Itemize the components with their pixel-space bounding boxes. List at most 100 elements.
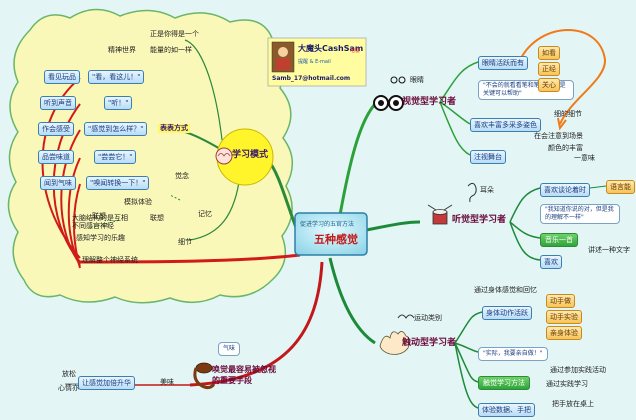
lm-phrase-right-5[interactable]: "嗅闻转换一下！" bbox=[86, 176, 150, 190]
lm-line-top bbox=[184, 39, 223, 141]
auditory-quote: "我知道你说的对，但是我的理解不一样" bbox=[540, 204, 620, 224]
auditory-to-tag bbox=[589, 185, 607, 189]
drum-icon bbox=[427, 204, 453, 225]
author-email[interactable]: Samb_17@hotmail.com bbox=[272, 75, 351, 82]
kin-bottom[interactable]: 体验数据、手把 bbox=[478, 403, 535, 417]
lm-line-bottom bbox=[189, 174, 241, 241]
auditory-title[interactable]: 听觉型学习者 bbox=[452, 215, 507, 225]
lm-dashed-2 bbox=[89, 219, 121, 229]
lm-top-note-1: 正是你得是一个 bbox=[150, 30, 199, 38]
conclusion-left-tag-1: 放松 bbox=[62, 370, 76, 378]
kin-quote: "实际，我要亲自做！" bbox=[478, 347, 548, 361]
conclusion-left-tag-2: 心情亦 bbox=[58, 384, 79, 392]
visual-tag-3[interactable]: 关心 bbox=[538, 78, 560, 92]
visual-sub-2 bbox=[439, 101, 471, 125]
activity-icon bbox=[397, 314, 415, 319]
auditory-item-2[interactable]: 音乐一首 bbox=[540, 233, 578, 247]
lm-dashed-1 bbox=[169, 194, 181, 201]
kin-note-3: 把手放在桌上 bbox=[552, 400, 594, 408]
kin-icon-label: 运动类别 bbox=[414, 314, 442, 322]
auditory-item-3[interactable]: 喜欢 bbox=[540, 255, 562, 269]
kin-sub-3 bbox=[454, 342, 479, 383]
kin-tag-2[interactable]: 动手实验 bbox=[546, 310, 582, 324]
lm-right-note: 记忆 bbox=[198, 210, 212, 218]
visual-arrow-head bbox=[557, 117, 567, 131]
kin-sub-1 bbox=[454, 311, 483, 344]
lm-phrase-right-2[interactable]: "听！" bbox=[104, 96, 133, 110]
auditory-sub-3 bbox=[509, 221, 541, 261]
lm-note-3: 模拟体验 bbox=[124, 198, 152, 206]
lm-bottom-note-3: 理解整个神经系统 bbox=[82, 256, 138, 264]
visual-loop-arrow bbox=[519, 29, 607, 125]
auditory-tag[interactable]: 语言能 bbox=[606, 180, 635, 194]
central-title[interactable]: 五种感觉 bbox=[314, 233, 358, 246]
lm-bottom-note-1: 感知学习的乐趣 bbox=[76, 234, 125, 242]
visual-note-3: 一意味 bbox=[574, 154, 595, 162]
visual-item-3[interactable]: 注视舞台 bbox=[470, 150, 506, 164]
conclusion-note: 美味 bbox=[160, 378, 174, 386]
red-line-bottom bbox=[79, 253, 301, 264]
red-curve-5 bbox=[73, 183, 81, 269]
visual-note-1: 颜色的丰富 bbox=[548, 144, 583, 152]
lm-phrase-left-4[interactable]: 品尝味道 bbox=[38, 150, 74, 164]
red-curve-3 bbox=[60, 129, 81, 265]
branch-conclusion bbox=[189, 261, 324, 387]
lm-phrase-left-5[interactable]: 闻到气味 bbox=[40, 176, 76, 190]
kin-note-2: 通过实践学习 bbox=[546, 380, 588, 388]
visual-sub-1 bbox=[439, 61, 479, 103]
visual-tag-1[interactable]: 如看 bbox=[538, 46, 560, 60]
lm-phrase-left-2[interactable]: 听到声音 bbox=[40, 96, 76, 110]
lm-expression: 表表方式 bbox=[158, 124, 190, 133]
kin-sub-4 bbox=[454, 342, 479, 409]
kin-note-1: 通过参加实践活动 bbox=[550, 366, 606, 374]
kin-sub-2 bbox=[454, 342, 479, 353]
lm-note-6: 细节 bbox=[178, 238, 192, 246]
lm-note-2: 联想 bbox=[92, 212, 106, 220]
lm-bottom-note-2: 大脑结构的是互相 bbox=[72, 214, 128, 222]
kin-tag-3[interactable]: 亲身体验 bbox=[546, 326, 582, 340]
conclusion-title[interactable]: 唤觉最容易被忽视的重要手段 bbox=[212, 365, 276, 385]
kin-title[interactable]: 触动型学习者 bbox=[402, 338, 457, 348]
visual-note-2: 细的细节 bbox=[554, 110, 582, 118]
eyes-icon bbox=[373, 95, 404, 111]
visual-item-1[interactable]: 眼睛活跃而有 bbox=[478, 56, 528, 70]
visual-icon-label: 眼睛 bbox=[410, 76, 424, 84]
visual-extra: 在会注意到场景 bbox=[534, 132, 583, 140]
central-node[interactable] bbox=[294, 212, 368, 256]
lm-note-5: 不同感官神经 bbox=[72, 222, 114, 230]
conclusion-left-item[interactable]: 让感觉加倍升华 bbox=[78, 376, 135, 390]
branch-visual bbox=[338, 101, 378, 216]
lm-note-1: 觉念 bbox=[175, 172, 189, 180]
lm-left-note: 精神世界 bbox=[108, 46, 136, 54]
lm-phrase-left-3[interactable]: 作会感受 bbox=[38, 122, 74, 136]
auditory-item-1[interactable]: 喜欢谈论着时 bbox=[540, 183, 590, 197]
red-curve-4 bbox=[67, 157, 81, 267]
auditory-icon-label: 耳朵 bbox=[480, 186, 494, 194]
lm-phrase-right-4[interactable]: "尝尝它！" bbox=[94, 150, 137, 164]
learning-mode-title[interactable]: 学习模式 bbox=[232, 150, 269, 160]
hand-icon bbox=[379, 331, 410, 355]
auditory-sub-1 bbox=[509, 187, 541, 223]
pipe-icon bbox=[193, 362, 216, 390]
kin-item-1[interactable]: 身体动作活跃 bbox=[482, 306, 532, 320]
central-subtitle: 促进学习的五官方法 bbox=[300, 221, 355, 228]
kin-tag-1[interactable]: 动手做 bbox=[546, 294, 575, 308]
lm-phrase-right-3[interactable]: "感觉到怎么样？" bbox=[84, 122, 148, 136]
lm-top-note-2: 能量的如一样 bbox=[150, 46, 192, 54]
kin-top-note: 通过身体感觉和回忆 bbox=[474, 286, 537, 294]
ear-icon bbox=[467, 182, 477, 203]
visual-title[interactable]: 视觉型学习者 bbox=[402, 97, 457, 107]
lm-note-4: 联想 bbox=[150, 214, 164, 222]
auditory-note: 讲述一种文字 bbox=[588, 246, 630, 254]
auditory-sub-2 bbox=[509, 221, 541, 239]
lm-phrase-right-1[interactable]: "看，看这儿！" bbox=[88, 70, 145, 84]
branch-kinesthetic bbox=[328, 257, 376, 345]
visual-item-2[interactable]: 喜欢丰富多采多姿色 bbox=[470, 118, 541, 132]
lm-phrase-left-1[interactable]: 看见玩品 bbox=[44, 70, 80, 84]
conclusion-tag: 气味 bbox=[218, 342, 241, 356]
glasses-icon bbox=[390, 76, 406, 84]
kin-item-2[interactable]: 触觉学习方法 bbox=[478, 376, 530, 390]
author-name: 大魔头CashSam bbox=[298, 44, 364, 53]
visual-tag-2[interactable]: 正经 bbox=[538, 62, 560, 76]
